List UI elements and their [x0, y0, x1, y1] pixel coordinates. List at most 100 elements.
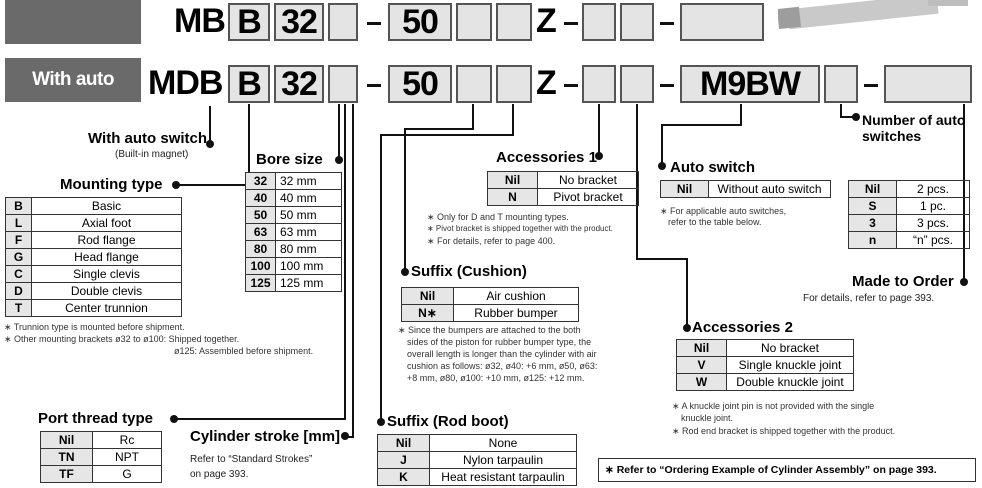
leader-stroke-dot — [341, 432, 349, 440]
table-cell: 100 mm — [276, 258, 342, 275]
table-cell: F — [6, 232, 32, 249]
leader-cushion-v — [472, 104, 474, 130]
table-cell: 1 pc. — [897, 198, 970, 215]
acc2-note-1: ∗ A knuckle joint pin is not provided wi… — [672, 401, 874, 412]
row2-dash2 — [564, 84, 578, 87]
autosw-note-1: ∗ For applicable auto switches, — [660, 206, 786, 217]
table-row: TCenter trunnion — [6, 300, 182, 317]
acc1-title: Accessories 1 — [496, 149, 597, 167]
mounting-note-2: ∗ Other mounting brackets ø32 to ø100: S… — [4, 334, 239, 345]
table-cell: 40 mm — [276, 190, 342, 207]
row1-box-mount: B — [228, 3, 270, 41]
header-tab-dark — [5, 0, 141, 44]
leader-switch-h — [661, 124, 742, 126]
with-auto-switch-title: With auto switch — [88, 130, 207, 148]
leader-num-dot — [852, 113, 860, 121]
table-cell: Nil — [677, 340, 727, 357]
cushion-note-3: overall length is longer than the cylind… — [407, 349, 597, 360]
table-row: 5050 mm — [246, 207, 342, 224]
table-cell: Double clevis — [32, 283, 182, 300]
table-row: NilAir cushion — [402, 288, 579, 305]
row2-dash4 — [864, 84, 878, 87]
table-cell: n — [849, 232, 897, 249]
row1-box-cushion — [456, 3, 492, 41]
bore-table: 3232 mm 4040 mm 5050 mm 6363 mm 8080 mm … — [245, 172, 342, 292]
leader-boot-v2 — [380, 134, 382, 422]
table-cell: 125 — [246, 275, 276, 292]
table-row: 125125 mm — [246, 275, 342, 292]
leader-cushion-h — [404, 128, 474, 130]
table-cell: TN — [41, 449, 93, 466]
row1-prefix: MB — [174, 0, 225, 42]
table-cell: G — [93, 466, 162, 483]
num-title-2: switches — [862, 127, 921, 145]
table-cell: N — [488, 189, 538, 206]
table-cell: 50 mm — [276, 207, 342, 224]
table-cell: Nil — [378, 435, 430, 452]
table-row: NilNo bracket — [677, 340, 854, 357]
row2-box-num — [824, 65, 858, 103]
table-cell: TF — [41, 466, 93, 483]
table-row: TNNPT — [41, 449, 162, 466]
table-cell: T — [6, 300, 32, 317]
row2-dash — [367, 84, 381, 87]
table-cell: Rod flange — [32, 232, 182, 249]
table-cell: No bracket — [727, 340, 854, 357]
table-cell: L — [6, 215, 32, 232]
table-row: KHeat resistant tarpaulin — [378, 469, 577, 486]
row2-box-acc2 — [620, 65, 654, 103]
table-cell: 80 — [246, 241, 276, 258]
row1-box-port — [328, 3, 358, 41]
mto-title: Made to Order — [852, 273, 954, 291]
table-cell: Pivot bracket — [538, 189, 639, 206]
row1-box-acc2 — [620, 3, 654, 41]
leader-acc2-dot — [683, 324, 691, 332]
autosw-table: NilWithout auto switch — [660, 180, 831, 198]
leader-switch-dot — [658, 162, 666, 170]
header-tab-auto-switch: With auto switch — [5, 58, 141, 102]
row2-box-mto — [884, 65, 972, 103]
table-cell: Head flange — [32, 249, 182, 266]
table-cell: 32 mm — [276, 173, 342, 190]
autosw-title: Auto switch — [670, 159, 755, 177]
leader-auto — [209, 106, 211, 144]
table-cell: 63 mm — [276, 224, 342, 241]
port-title: Port thread type — [38, 410, 153, 428]
mto-note: For details, refer to page 393. — [803, 293, 934, 305]
table-cell: 2 pcs. — [897, 181, 970, 198]
acc1-note-1: ∗ Only for D and T mounting types. — [427, 212, 569, 223]
table-cell: Single clevis — [32, 266, 182, 283]
leader-cushion-dot — [401, 268, 409, 276]
row1-box-boot — [496, 3, 532, 41]
table-cell: 100 — [246, 258, 276, 275]
table-cell: “n” pcs. — [897, 232, 970, 249]
table-cell: N∗ — [402, 305, 454, 322]
table-cell: Nylon tarpaulin — [430, 452, 577, 469]
acc1-note-3: ∗ For details, refer to page 400. — [427, 236, 555, 247]
acc2-note-3: ∗ Rod end bracket is shipped together wi… — [672, 426, 895, 437]
table-cell: 50 — [246, 207, 276, 224]
cushion-note-2: sides of the piston for rubber bumper ty… — [407, 337, 591, 348]
table-cell: Nil — [488, 172, 538, 189]
autosw-note-2: refer to the table below. — [668, 217, 762, 228]
stroke-note-2: on page 393. — [190, 469, 248, 481]
table-cell: Basic — [32, 198, 182, 215]
row2-box-stroke: 50 — [388, 65, 452, 103]
